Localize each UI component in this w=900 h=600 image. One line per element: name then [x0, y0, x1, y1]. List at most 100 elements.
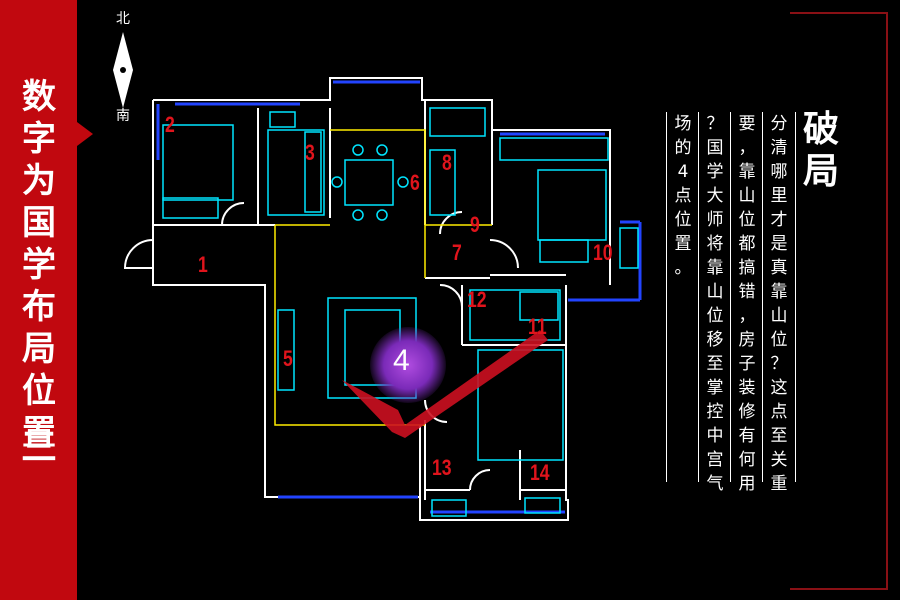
side-text-char: 大 [706, 186, 724, 206]
side-title-char: 局 [802, 150, 839, 192]
banner-title-char: 字 [22, 119, 56, 159]
banner-title-char: 置 [22, 413, 56, 453]
side-text-char: 学 [706, 162, 724, 182]
room-number-2: 2 [165, 112, 175, 137]
side-text-char: 4 [677, 162, 689, 182]
side-text-column-2: 要 ， 靠山位都搞错 ， 房子装修有何用 [734, 112, 760, 496]
side-text-column-1: 分清哪里才是真靠山位？这点至关重 [766, 112, 792, 496]
side-text-column-3: ？国学大师将靠山位移至掌控中宫气 [702, 112, 728, 496]
column-rule [730, 112, 731, 482]
side-text-char: 。 [674, 258, 692, 278]
frame-line-top [790, 12, 888, 14]
check-mark-icon [342, 330, 548, 438]
side-text-char: 靠 [706, 258, 724, 278]
banner-title-char: 局 [22, 329, 56, 369]
side-text-char: 是 [770, 234, 788, 254]
side-text-char: 里 [770, 186, 788, 206]
banner-title-char: 学 [22, 245, 56, 285]
side-text-char: 控 [706, 402, 724, 422]
center-palace-highlight [370, 327, 446, 403]
side-text-char: 靠 [738, 162, 756, 182]
side-text-char: 掌 [706, 378, 724, 398]
side-text-char: 清 [770, 138, 788, 158]
side-text-char: 都 [738, 234, 756, 254]
side-text-char: 修 [738, 402, 756, 422]
side-text-char: ， [738, 306, 756, 326]
room-number-10: 10 [593, 240, 613, 265]
side-text-char: 点 [770, 402, 788, 422]
side-text-char: 这 [770, 378, 788, 398]
side-text-char: 有 [738, 426, 756, 446]
banner-title-char: 数 [22, 77, 56, 117]
side-text-char: 关 [770, 450, 788, 470]
side-text-char: 靠 [770, 282, 788, 302]
room-number-8: 8 [442, 150, 452, 175]
side-text-char: 重 [770, 474, 788, 494]
side-text-char: 位 [674, 210, 692, 230]
banner-numeral: 三 [20, 427, 57, 468]
column-rule [666, 112, 667, 482]
room-number-4: 4 [393, 344, 410, 377]
room-number-12: 12 [467, 287, 487, 312]
side-text-char: 房 [738, 330, 756, 350]
side-text-char: 至 [706, 354, 724, 374]
banner-title-char: 布 [22, 287, 56, 327]
side-text-char: 要 [738, 114, 756, 134]
side-text-char: 国 [706, 138, 724, 158]
banner-arrow [77, 122, 93, 146]
banner-title-char: 位 [22, 371, 56, 411]
side-text-char: 山 [706, 282, 724, 302]
side-text-char: 装 [738, 378, 756, 398]
side-text-char: 宫 [706, 450, 724, 470]
room-number-9: 9 [470, 212, 480, 237]
side-text-char: 何 [738, 450, 756, 470]
banner-title-char: 国 [22, 203, 56, 243]
room-number-3: 3 [305, 140, 315, 165]
room-number-7: 7 [452, 240, 462, 265]
side-text-char: 哪 [770, 162, 788, 182]
compass-needle-icon [113, 32, 133, 108]
side-text-char: 山 [770, 306, 788, 326]
room-number-1: 1 [198, 252, 208, 277]
side-text-column-4: 场的 4 点位置。 [670, 112, 696, 280]
compass: 北 南 [103, 8, 143, 128]
side-text-char: 错 [738, 282, 756, 302]
side-text-char: 点 [674, 186, 692, 206]
banner-title: 数 字 为 国 学 布 局 位 置 [14, 76, 64, 454]
side-text-char: 将 [706, 234, 724, 254]
side-text-char: 分 [770, 114, 788, 134]
side-text-char: 场 [674, 114, 692, 134]
compass-south-label: 南 [116, 108, 130, 124]
banner-title-char: 为 [22, 161, 56, 201]
side-title-char: 破 [802, 108, 839, 150]
side-text-char: 至 [770, 426, 788, 446]
side-text-char: 用 [738, 474, 756, 494]
side-text-char: 位 [770, 330, 788, 350]
side-text-char: 位 [706, 306, 724, 326]
side-text-char: 子 [738, 354, 756, 374]
side-text-char: 气 [706, 474, 724, 494]
side-text-char: 师 [706, 210, 724, 230]
left-banner [0, 0, 77, 600]
side-text-char: 的 [674, 138, 692, 158]
side-text-char: 位 [738, 210, 756, 230]
side-text-char: 中 [706, 426, 724, 446]
room-number-6: 6 [410, 170, 420, 195]
column-rule [795, 112, 796, 482]
room-number-5: 5 [283, 346, 293, 371]
side-text-char: 才 [770, 210, 788, 230]
side-text-char: 搞 [738, 258, 756, 278]
room-number-13: 13 [432, 455, 452, 480]
frame-line-right [886, 12, 888, 590]
side-title: 破 局 [798, 108, 844, 192]
column-rule [698, 112, 699, 482]
frame-line-bottom [790, 588, 888, 590]
side-text-char: ， [738, 138, 756, 158]
room-number-14: 14 [530, 460, 550, 485]
side-text-char: 置 [674, 234, 692, 254]
side-text-char: 山 [738, 186, 756, 206]
column-rule [762, 112, 763, 482]
room-number-11: 11 [528, 314, 547, 339]
side-text-char: ？ [770, 354, 788, 374]
